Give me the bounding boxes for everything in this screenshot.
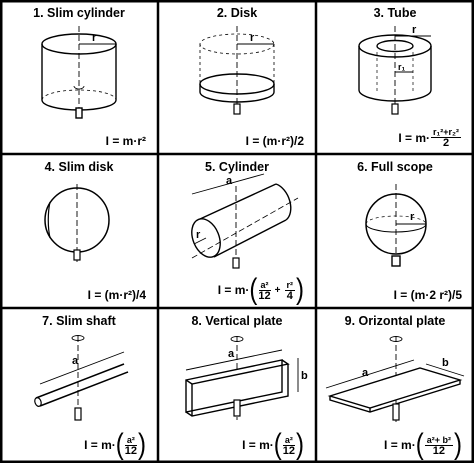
label-r1: r₁ [398,62,406,72]
formula-fraction: a² 12 [124,434,137,457]
label-a: a [226,175,233,187]
formula-fraction: a² 12 [282,434,295,457]
fraction-numerator: a² [282,434,295,446]
formula-prefix: I = m· [384,438,416,452]
disk-drawing: r [199,26,275,115]
fraction-numerator: a²+ b² [424,434,453,446]
formula-prefix: I = m· [84,438,116,452]
fraction-denominator: 12 [124,444,137,457]
label-r: r [412,24,417,36]
formula: I = m· ( a² 12 ) [84,427,146,462]
cell-horizontal-plate: 9. Orizontal plate a b I = m· ( a²+ b² 1… [316,308,474,463]
label-b: b [301,370,308,382]
cell-slim-disk: 4. Slim disk I = (m·r²)/4 [0,154,158,308]
fraction-numerator: r² [284,279,295,291]
formula-plus: + [274,284,281,296]
formula-prefix: I = m· [242,438,274,452]
label-a: a [228,348,235,360]
fraction-denominator: 4 [286,289,293,302]
fraction-numerator: a² [258,279,271,291]
formula: I = m· r₁²+r₂² 2 [398,127,462,149]
fraction-numerator: a² [124,434,137,446]
label-r: r [410,211,415,223]
fraction-denominator: 12 [282,444,295,457]
label-r: r [92,32,97,44]
fraction-denominator: 12 [258,289,271,302]
formula-fraction: r₁²+r₂² 2 [431,127,461,149]
formula: I = m· ( a² 12 + r² 4 ) [217,272,304,307]
formula-fraction: a² 12 [258,279,271,302]
cell-full-sphere: 6. Full scope r I = (m·2 r²)/5 [316,154,474,308]
label-r: r [196,229,201,241]
full-sphere-drawing: r [365,184,427,267]
fraction-denominator: 12 [432,444,445,457]
slim-disk-drawing [44,184,110,262]
fraction-denominator: 2 [442,137,450,149]
slim-cylinder-drawing: r [41,26,117,119]
label-r: r [250,32,255,44]
formula-prefix: I = m· [398,130,431,145]
label-a: a [72,355,79,367]
formula: I = m· ( a² 12 ) [242,427,304,462]
cell-slim-cylinder: 1. Slim cylinder r I = m·r² [0,0,158,154]
cell-cylinder: 5. Cylinder a r I = m· ( a² 12 [158,154,316,308]
formula: I = (m·r²)/2 [245,134,304,148]
label-b: b [442,357,449,369]
cell-vertical-plate: 8. Vertical plate a b I = m· ( a² 12 [158,308,316,463]
formula-fraction: r² 4 [284,279,295,302]
formula: I = (m·r²)/4 [87,288,146,302]
cell-slim-shaft: 7. Slim shaft a I = m· ( a² 12 ) [0,308,158,463]
cell-disk: 2. Disk r I = (m·r²)/2 [158,0,316,154]
formula: I = (m·2 r²)/5 [393,288,462,302]
formula: I = m· ( a²+ b² 12 ) [384,427,462,462]
formula-prefix: I = m· [217,283,250,297]
cell-tube: 3. Tube r r₁ I = m· r₁²+r₂² 2 [316,0,474,154]
label-a: a [362,367,369,379]
formula: I = m·r² [105,134,146,148]
formula-fraction: a²+ b² 12 [424,434,453,457]
